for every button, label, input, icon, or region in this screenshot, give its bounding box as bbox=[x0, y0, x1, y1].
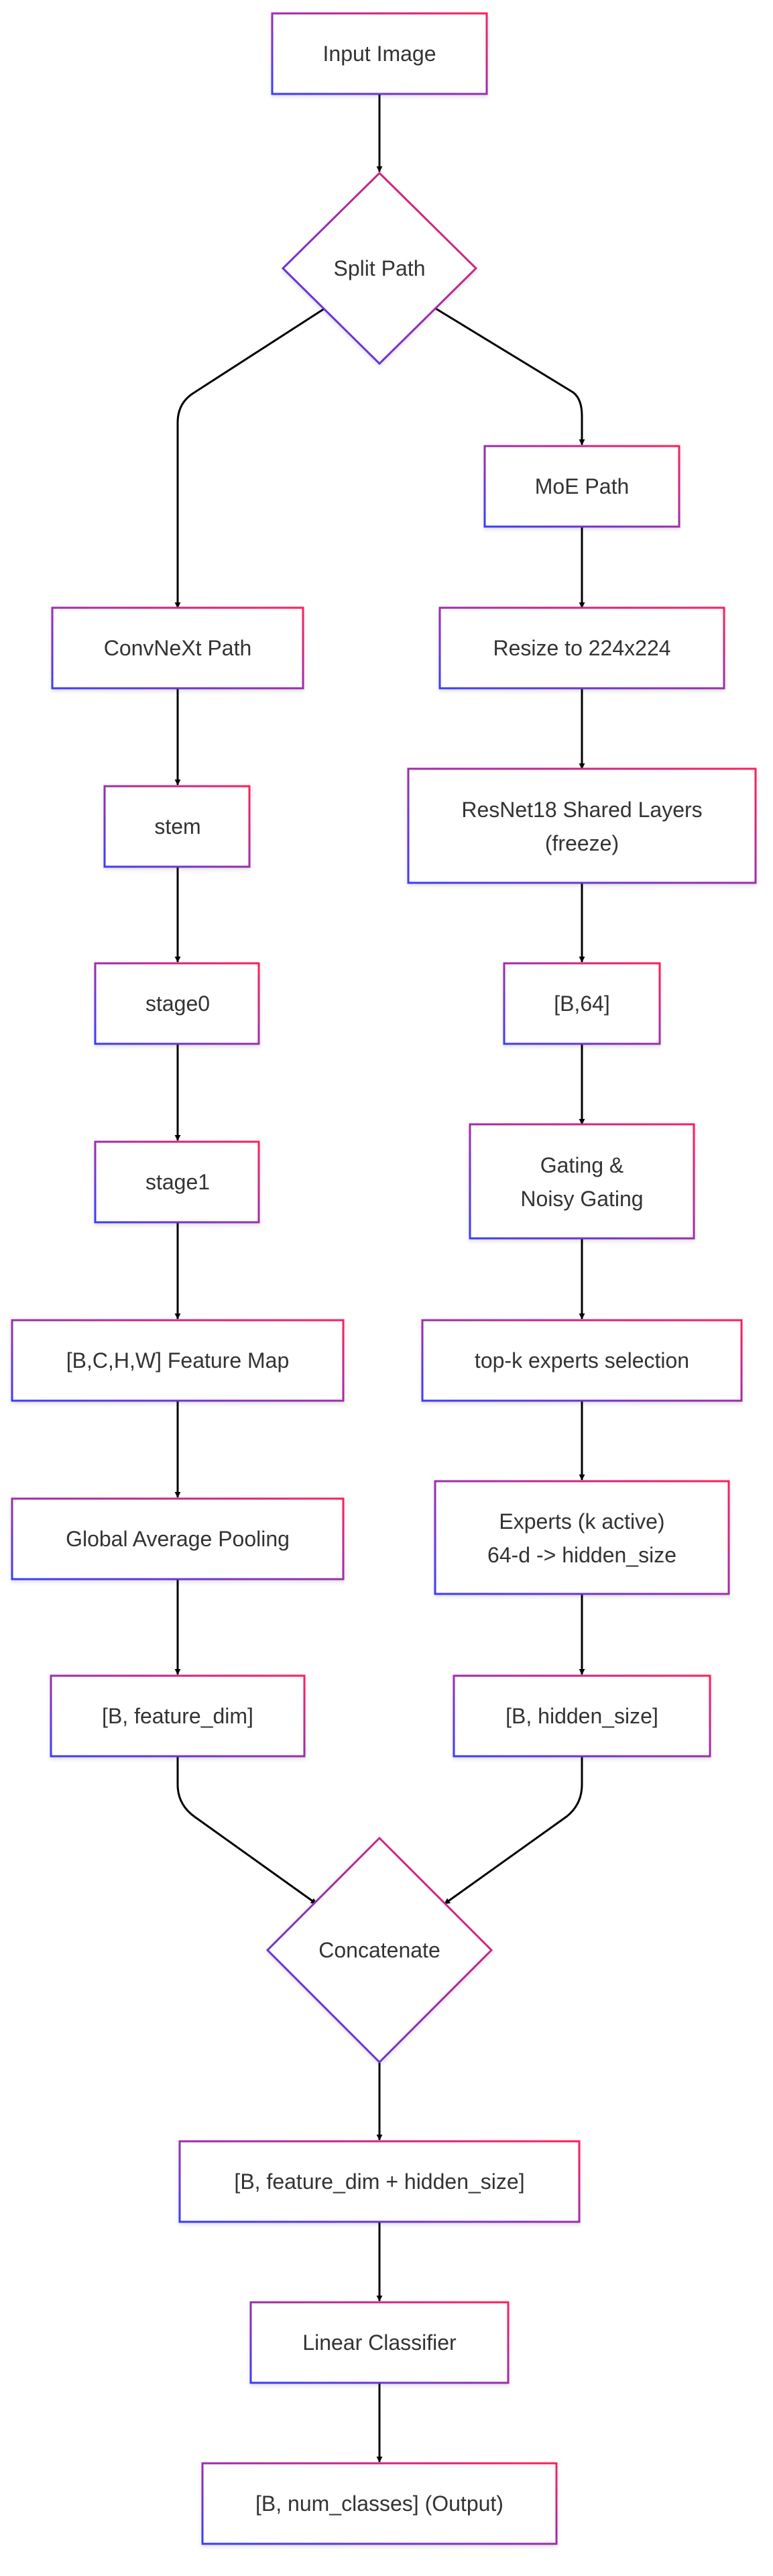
node-resize-label: Resize to 224x224 bbox=[493, 636, 670, 660]
node-experts: Experts (k active) 64-d -> hidden_size bbox=[434, 1480, 730, 1595]
node-topk-label: top-k experts selection bbox=[475, 1348, 689, 1373]
node-gating-label-line2: Noisy Gating bbox=[520, 1187, 643, 1211]
node-stage0: stage0 bbox=[94, 962, 260, 1045]
node-stem: stem bbox=[103, 785, 251, 868]
node-moe-path-label: MoE Path bbox=[535, 474, 630, 498]
node-b-concat-label: [B, feature_dim + hidden_size] bbox=[234, 2169, 524, 2194]
node-input-image: Input Image bbox=[271, 12, 488, 95]
edge-bhidden-to-concat bbox=[444, 1756, 583, 1905]
node-resize: Resize to 224x224 bbox=[438, 606, 725, 690]
node-feature-map: [B,C,H,W] Feature Map bbox=[11, 1319, 345, 1402]
node-stage0-label: stage0 bbox=[145, 991, 210, 1016]
node-stem-label: stem bbox=[154, 814, 200, 839]
node-convnext-path-label: ConvNeXt Path bbox=[104, 636, 252, 660]
node-resnet-label-line1: ResNet18 Shared Layers bbox=[461, 798, 702, 822]
node-split-path: Split Path bbox=[281, 171, 478, 366]
node-b-feature-dim: [B, feature_dim] bbox=[50, 1674, 306, 1758]
node-output: [B, num_classes] (Output) bbox=[201, 2462, 558, 2545]
node-convnext-path: ConvNeXt Path bbox=[51, 606, 304, 690]
node-b64: [B,64] bbox=[503, 962, 661, 1045]
edge-split-to-convnext bbox=[174, 307, 325, 608]
node-linear-classifier: Linear Classifier bbox=[249, 2301, 510, 2384]
nodes: Input Image Split Path MoE Path ConvNeXt… bbox=[11, 12, 757, 2545]
node-split-path-label: Split Path bbox=[334, 256, 426, 280]
node-b-hidden-size: [B, hidden_size] bbox=[453, 1674, 711, 1758]
node-experts-label-line2: 64-d -> hidden_size bbox=[487, 1543, 676, 1567]
node-experts-label-line1: Experts (k active) bbox=[499, 1509, 664, 1534]
node-b-feature-dim-label: [B, feature_dim] bbox=[102, 1704, 253, 1728]
node-global-average-pooling: Global Average Pooling bbox=[11, 1497, 345, 1580]
node-gap-label: Global Average Pooling bbox=[66, 1527, 290, 1551]
node-b64-label: [B,64] bbox=[554, 991, 610, 1016]
node-concatenate-label: Concatenate bbox=[318, 1938, 440, 1962]
node-concatenate: Concatenate bbox=[265, 1836, 493, 2064]
node-linear-classifier-label: Linear Classifier bbox=[302, 2330, 457, 2355]
node-input-image-label: Input Image bbox=[323, 42, 436, 66]
node-stage1-label: stage1 bbox=[145, 1170, 210, 1194]
node-moe-path: MoE Path bbox=[483, 445, 680, 528]
node-gating: Gating & Noisy Gating bbox=[469, 1123, 695, 1240]
node-topk-selection: top-k experts selection bbox=[421, 1319, 743, 1402]
node-stage1: stage1 bbox=[94, 1140, 260, 1224]
node-output-label: [B, num_classes] (Output) bbox=[255, 2491, 503, 2516]
node-resnet-label-line2: (freeze) bbox=[545, 831, 619, 855]
edges bbox=[174, 94, 585, 2463]
node-b-concat: [B, feature_dim + hidden_size] bbox=[178, 2140, 581, 2223]
edge-bfeature-to-concat bbox=[176, 1756, 317, 1905]
node-b-hidden-size-label: [B, hidden_size] bbox=[506, 1704, 658, 1728]
edge-split-to-moe bbox=[435, 307, 585, 445]
node-feature-map-label: [B,C,H,W] Feature Map bbox=[66, 1348, 290, 1373]
node-gating-label-line1: Gating & bbox=[540, 1153, 624, 1177]
node-resnet-shared-layers: ResNet18 Shared Layers (freeze) bbox=[407, 767, 757, 884]
